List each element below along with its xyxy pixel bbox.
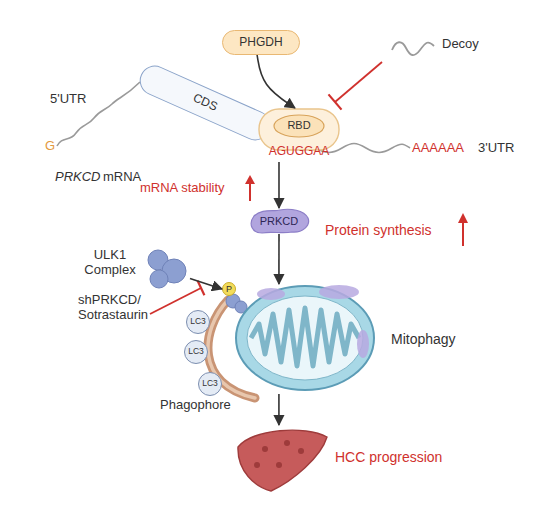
text-label: PRKCD [55, 170, 101, 185]
mitochondrion-outer [236, 286, 374, 390]
node-text: LC3 [188, 347, 204, 357]
flow-arrow [278, 394, 280, 425]
node-text: PHGDH [239, 36, 282, 50]
cristae [251, 308, 359, 366]
inhibition-line [335, 62, 382, 102]
text-label: Phagophore [160, 398, 231, 413]
inhibition-bar [198, 281, 205, 295]
flow-arrow [278, 234, 280, 284]
text-label: mRNA [103, 170, 141, 185]
increase-arrow [249, 183, 251, 201]
lc3-circle: LC3 [198, 372, 222, 396]
mitochondrion-patch [357, 330, 369, 358]
tumor-spot [254, 462, 260, 468]
node-text: LC3 [190, 317, 206, 327]
flow-arrow [190, 279, 222, 290]
inhibition-bar [329, 94, 342, 109]
node-text: AGUGGAA [258, 145, 340, 159]
text-label: mRNA stability [140, 181, 225, 196]
liver-node: HCC progression [235, 425, 475, 495]
protein-blob [251, 209, 308, 233]
increase-arrow-head [458, 213, 468, 223]
tumor-spot [298, 448, 304, 454]
node-text: LC3 [202, 379, 218, 389]
mitochondrion-patch [257, 288, 285, 300]
liver-organ [238, 430, 327, 491]
ulk1-blob [150, 270, 168, 288]
node-text: PRKCD [260, 215, 299, 228]
tumor-spot [276, 462, 282, 468]
lc3-circle: LC3 [184, 340, 208, 364]
mitochondrion-patch [319, 285, 359, 299]
text-label: G [45, 139, 55, 154]
increase-arrow [462, 222, 464, 246]
text-label: AAAAAA [412, 141, 464, 156]
phospho-circle: P [222, 282, 236, 296]
text-label: 5'UTR [50, 92, 86, 107]
node-text: P [226, 284, 232, 294]
text-label: shPRKCD/ Sotrastaurin [78, 293, 158, 323]
node-text: Mitophagy [391, 331, 456, 347]
binding-pill [259, 109, 339, 150]
tumor-spot [262, 446, 268, 452]
rbd-node: RBD AGUGGAA [258, 108, 340, 162]
mitochondrion-inner [247, 296, 363, 380]
enzyme-pill: PHGDH [222, 30, 300, 55]
complex-node: ULK1 Complex [78, 240, 190, 295]
text-label: 3'UTR [478, 141, 514, 156]
flow-arrow [278, 162, 280, 208]
protein-node: PRKCD [248, 208, 310, 234]
increase-arrow-head [245, 175, 255, 184]
node-text: HCC progression [335, 449, 442, 465]
text-label: Decoy [442, 37, 479, 52]
flow-arrow [257, 55, 295, 108]
mitochondrion-node: Mitophagy [235, 284, 475, 394]
node-text: ULK1 Complex [78, 248, 142, 278]
cds-capsule: CDS [135, 61, 275, 145]
lc3-circle: LC3 [186, 310, 210, 334]
node-text: RBD [258, 119, 340, 132]
decoy-strand [392, 42, 434, 55]
tumor-spot [284, 440, 290, 446]
text-label: Protein synthesis [325, 222, 432, 238]
node-text: CDS [191, 92, 220, 115]
